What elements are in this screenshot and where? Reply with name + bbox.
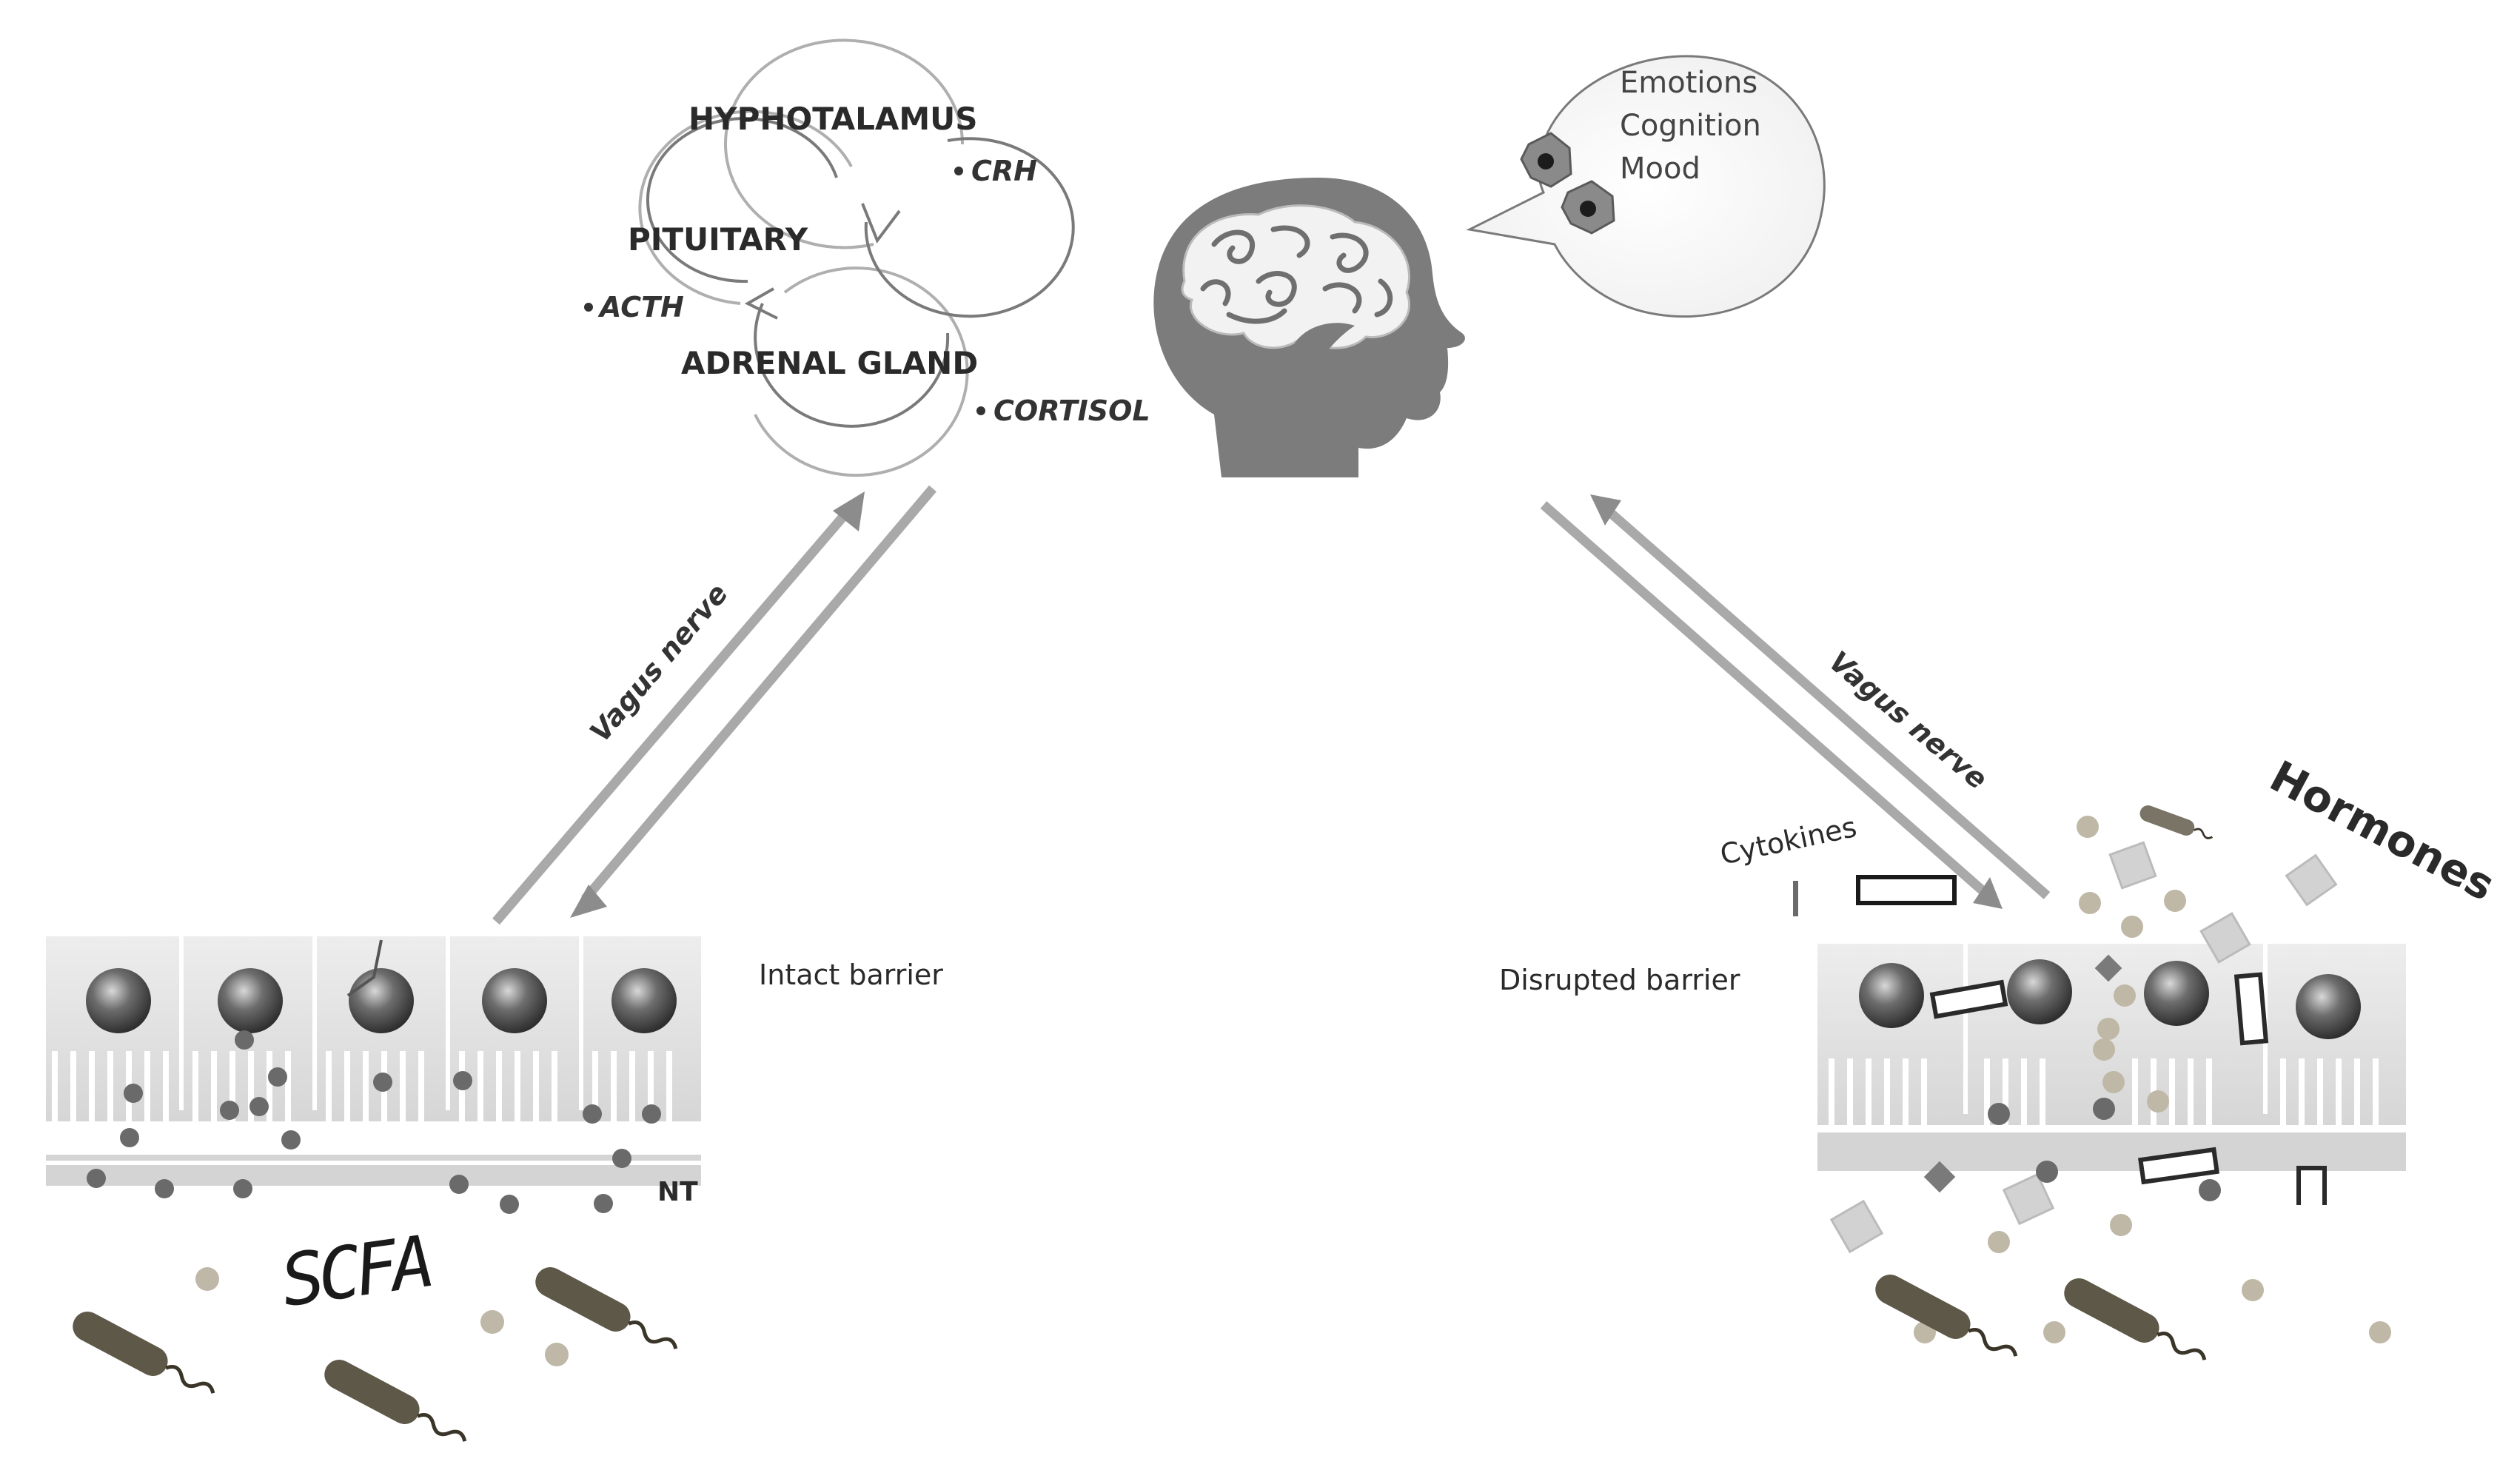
right-diamonds <box>1923 954 2122 1193</box>
cytokines-markers <box>1793 875 1957 916</box>
disrupted-basement-membrane <box>1817 1132 2406 1171</box>
acth-label: ACTH <box>597 291 684 323</box>
bacterium <box>2139 805 2214 839</box>
intact-nuclei <box>86 968 677 1033</box>
intact-barrier: NT <box>46 936 701 1214</box>
scfa-label: SCFA <box>276 1221 434 1323</box>
bacterium <box>1875 1275 2018 1357</box>
intact-neurotransmitter-dots <box>87 1030 661 1214</box>
bubble-line-mood: Mood <box>1620 152 1700 186</box>
pituitary-label: PITUITARY <box>628 221 808 258</box>
right-dark-dots <box>1988 1098 2221 1201</box>
left-arrow-down <box>570 485 936 918</box>
disrupted-nuclei <box>1859 959 2361 1039</box>
neuron-icon <box>1520 132 1615 235</box>
intact-barrier-label: Intact barrier <box>759 959 943 991</box>
right-hormone-squares <box>1829 841 2338 1254</box>
pituitary-cycle-arrow <box>638 110 853 320</box>
nt-label: NT <box>657 1177 698 1207</box>
bacterium <box>2064 1278 2207 1360</box>
acth-bullet <box>584 303 593 312</box>
right-tan-dots <box>1914 816 2391 1343</box>
crh-label: CRH <box>971 155 1037 187</box>
hpa-axis: HYPHOTALAMUS PITUITARY ADRENAL GLAND CRH… <box>584 38 1150 477</box>
crh-bullet <box>954 167 963 175</box>
cytokines-label: Cytokines <box>1718 810 1860 871</box>
disrupted-barrier-label: Disrupted barrier <box>1499 964 1740 996</box>
intact-basement-membrane <box>46 1155 701 1186</box>
bubble-line-cognition: Cognition <box>1620 109 1761 143</box>
adrenal-cycle-arrow <box>754 266 969 477</box>
bubble-line-emotions: Emotions <box>1620 66 1757 100</box>
cortisol-label: CORTISOL <box>993 395 1150 427</box>
bacterium <box>324 1360 467 1442</box>
left-bacteria <box>73 1267 678 1442</box>
right-bacteria <box>1875 805 2214 1360</box>
right-cytokine-rectangles <box>1929 972 2327 1205</box>
cortisol-bullet <box>976 406 985 415</box>
right-arrow-up <box>1590 494 2051 899</box>
right-arrow-down <box>1540 501 2003 909</box>
hypothalamus-cycle-arrow <box>724 38 1075 318</box>
adrenal-gland-label: ADRENAL GLAND <box>681 345 978 381</box>
left-scfa-particles <box>195 1267 569 1366</box>
head-brain <box>1153 178 1465 477</box>
left-vagus-arrows: Vagus nerve <box>492 485 936 925</box>
bacterium <box>73 1312 215 1394</box>
thought-bubble: Emotions Cognition Mood <box>1466 55 1826 318</box>
bacterium <box>535 1267 678 1349</box>
left-arrow-up <box>492 491 865 925</box>
brain-icon <box>1181 204 1411 385</box>
hypothalamus-label: HYPHOTALAMUS <box>688 101 978 137</box>
